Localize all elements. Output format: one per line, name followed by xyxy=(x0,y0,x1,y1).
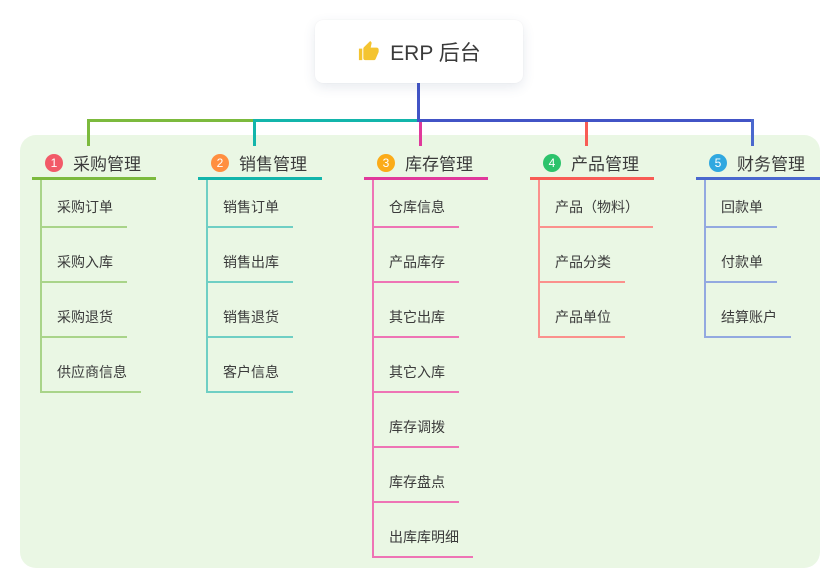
child-node[interactable]: 库存调拨 xyxy=(374,393,459,448)
child-node[interactable]: 产品单位 xyxy=(540,283,625,338)
child-node-label: 客户信息 xyxy=(223,364,279,380)
branch-drop-line xyxy=(585,122,588,146)
branch-drop-line xyxy=(419,122,422,146)
thumbs-up-icon xyxy=(357,40,380,63)
child-node[interactable]: 销售订单 xyxy=(208,180,293,228)
branch-title: 采购管理 xyxy=(73,155,141,174)
child-node-label: 其它入库 xyxy=(389,364,445,380)
bus-segment-left xyxy=(87,119,253,122)
branch-number-badge: 5 xyxy=(709,153,727,172)
background-panel xyxy=(20,135,820,568)
child-node[interactable]: 回款单 xyxy=(706,180,777,228)
child-node[interactable]: 结算账户 xyxy=(706,283,791,338)
branch-node-2[interactable]: 2 销售管理 xyxy=(198,148,322,180)
child-node[interactable]: 其它出库 xyxy=(374,283,459,338)
branch-number-badge: 2 xyxy=(211,153,229,172)
child-node-label: 产品单位 xyxy=(555,309,611,325)
root-node[interactable]: ERP 后台 xyxy=(315,20,523,83)
branch-node-5[interactable]: 5 财务管理 xyxy=(696,148,820,180)
child-node[interactable]: 客户信息 xyxy=(208,338,293,393)
branch-5-children: 回款单付款单结算账户 xyxy=(704,180,791,338)
branch-title: 产品管理 xyxy=(571,155,639,174)
child-node-label: 结算账户 xyxy=(721,309,777,325)
child-node-label: 销售订单 xyxy=(223,199,279,215)
branch-node-1[interactable]: 1 采购管理 xyxy=(32,148,156,180)
branch-1-children: 采购订单采购入库采购退货供应商信息 xyxy=(40,180,141,393)
child-node[interactable]: 仓库信息 xyxy=(374,180,459,228)
child-node-label: 其它出库 xyxy=(389,309,445,325)
child-node-label: 产品（物料） xyxy=(555,199,639,215)
child-node[interactable]: 供应商信息 xyxy=(42,338,141,393)
child-node-label: 库存调拨 xyxy=(389,419,445,435)
child-node-label: 销售出库 xyxy=(223,254,279,270)
branch-drop-line xyxy=(751,119,754,146)
child-node[interactable]: 采购退货 xyxy=(42,283,127,338)
child-node[interactable]: 库存盘点 xyxy=(374,448,459,503)
child-node-label: 供应商信息 xyxy=(57,364,127,380)
branch-node-3[interactable]: 3 库存管理 xyxy=(364,148,488,180)
branch-number-badge: 1 xyxy=(45,153,63,172)
bus-segment-right xyxy=(420,119,754,122)
branch-title: 库存管理 xyxy=(405,155,473,174)
child-node[interactable]: 产品库存 xyxy=(374,228,459,283)
child-node[interactable]: 其它入库 xyxy=(374,338,459,393)
branch-2-children: 销售订单销售出库销售退货客户信息 xyxy=(206,180,293,393)
child-node-label: 仓库信息 xyxy=(389,199,445,215)
root-label: ERP 后台 xyxy=(390,41,481,65)
child-node[interactable]: 付款单 xyxy=(706,228,777,283)
child-node-label: 产品库存 xyxy=(389,254,445,270)
child-node[interactable]: 销售退货 xyxy=(208,283,293,338)
branch-node-4[interactable]: 4 产品管理 xyxy=(530,148,654,180)
child-node[interactable]: 采购订单 xyxy=(42,180,127,228)
child-node-label: 采购退货 xyxy=(57,309,113,325)
branch-title: 销售管理 xyxy=(239,155,307,174)
child-node-label: 产品分类 xyxy=(555,254,611,270)
child-node-label: 销售退货 xyxy=(223,309,279,325)
child-node-label: 付款单 xyxy=(721,254,763,270)
branch-drop-line xyxy=(253,119,256,146)
child-node[interactable]: 采购入库 xyxy=(42,228,127,283)
child-node-label: 库存盘点 xyxy=(389,474,445,490)
root-connector-line xyxy=(417,83,420,122)
branch-3-children: 仓库信息产品库存其它出库其它入库库存调拨库存盘点出库库明细 xyxy=(372,180,473,558)
child-node[interactable]: 产品（物料） xyxy=(540,180,653,228)
child-node-label: 出库库明细 xyxy=(389,529,459,545)
branch-number-badge: 4 xyxy=(543,153,561,172)
branch-4-children: 产品（物料） 产品分类产品单位 xyxy=(538,180,653,338)
branch-number-badge: 3 xyxy=(377,153,395,172)
child-node-label: 采购订单 xyxy=(57,199,113,215)
branch-drop-line xyxy=(87,119,90,146)
child-node[interactable]: 出库库明细 xyxy=(374,503,473,558)
child-node-label: 采购入库 xyxy=(57,254,113,270)
child-node[interactable]: 产品分类 xyxy=(540,228,625,283)
branch-title: 财务管理 xyxy=(737,155,805,174)
bus-segment-middle xyxy=(253,119,417,122)
child-node[interactable]: 销售出库 xyxy=(208,228,293,283)
child-node-label: 回款单 xyxy=(721,199,763,215)
